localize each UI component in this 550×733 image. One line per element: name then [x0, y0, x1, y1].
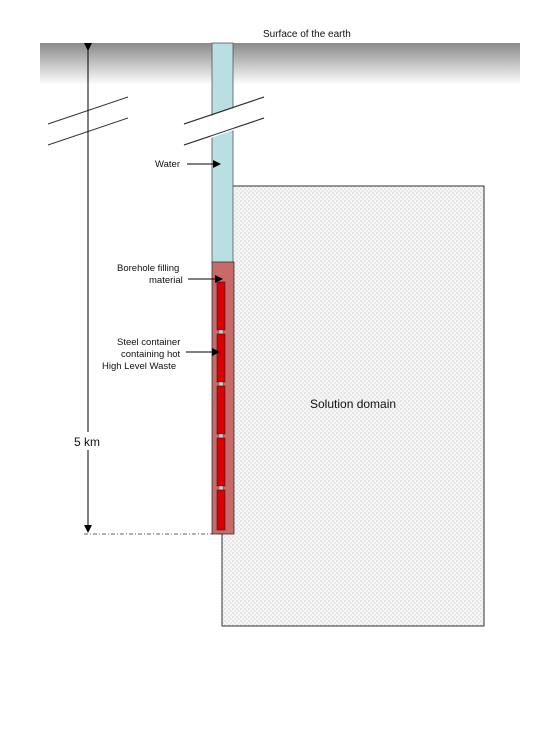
- solution-domain: [221, 185, 485, 627]
- water-label: Water: [155, 159, 180, 170]
- container-spacer: [218, 433, 224, 439]
- steel-containers: [216, 281, 226, 531]
- steel-container: [216, 281, 226, 331]
- steel-label-line3: High Level Waste: [102, 361, 176, 372]
- steel-container: [216, 437, 226, 487]
- depth-label: 5 km: [74, 435, 100, 449]
- steel-container: [216, 333, 226, 383]
- steel-label-line1: Steel container: [117, 337, 180, 348]
- steel-container: [216, 489, 226, 531]
- container-spacer: [218, 381, 224, 387]
- steel-label-line2: containing hot: [121, 349, 181, 360]
- solution-domain-label: Solution domain: [310, 397, 396, 411]
- ground-surface-band: [40, 43, 520, 85]
- filling-label-line1: Borehole filling: [117, 263, 179, 274]
- filling-label-line2: material: [149, 275, 183, 286]
- water-column: [211, 42, 234, 264]
- container-spacer: [218, 485, 224, 491]
- container-spacer: [218, 329, 224, 335]
- steel-container: [216, 385, 226, 435]
- surface-label: Surface of the earth: [263, 29, 351, 40]
